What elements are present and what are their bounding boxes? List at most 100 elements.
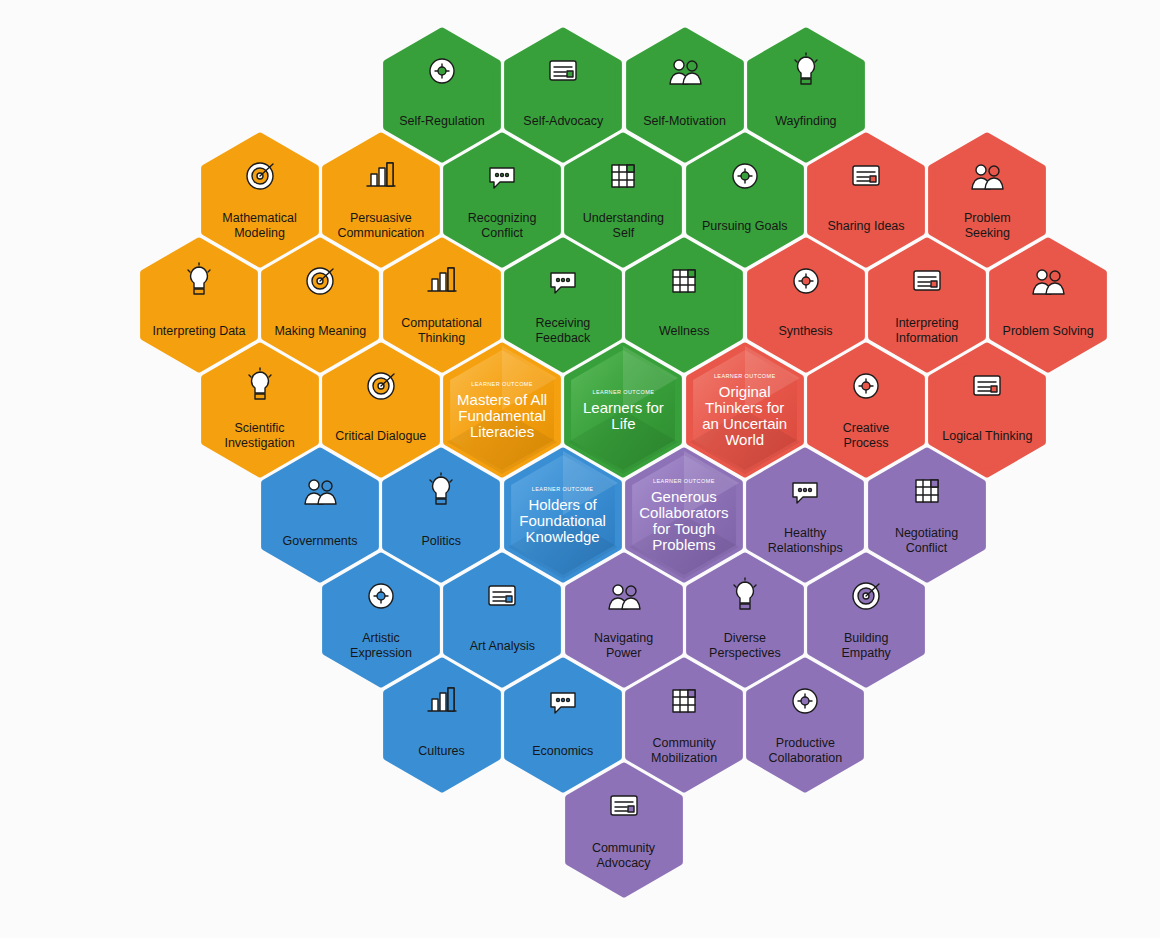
- hexagon-outline: [563, 760, 685, 900]
- skill-icon: [604, 576, 644, 616]
- skill-label: Economics: [516, 744, 610, 759]
- icon-drawing: [734, 578, 756, 609]
- skill-icon: [300, 261, 340, 301]
- icon-drawing: [305, 480, 336, 504]
- skill-label: Problem Solving: [1001, 324, 1095, 339]
- skill-label: Persuasive Communication: [334, 211, 428, 241]
- icon-drawing: [550, 61, 576, 80]
- hexagon-fill: [386, 661, 497, 789]
- skill-icon: [786, 261, 826, 301]
- hexagon-fill: [144, 241, 255, 369]
- skill-label: Recognizing Conflict: [455, 211, 549, 241]
- skill-label: Productive Collaboration: [758, 736, 852, 766]
- icon-drawing: [367, 163, 395, 186]
- icon-drawing: [612, 165, 634, 187]
- outcome-kicker: LEARNER OUTCOME: [513, 486, 613, 493]
- icon-drawing: [489, 586, 515, 605]
- outcome-text: LEARNER OUTCOME Holders of Foundational K…: [513, 486, 613, 545]
- skill-label: Creative Process: [819, 421, 913, 451]
- hexagon-fill: [325, 346, 436, 474]
- skill-label: Problem Seeking: [940, 211, 1034, 241]
- icon-drawing: [551, 273, 575, 293]
- outcome-title: Original Thinkers for an Uncertain World: [695, 384, 795, 448]
- icon-drawing: [428, 688, 456, 711]
- skill-icon: [665, 51, 705, 91]
- hexagon-fill: [507, 451, 618, 579]
- skill-icon: [786, 51, 826, 91]
- hexagon-fill: [811, 556, 922, 684]
- icon-drawing: [972, 165, 1003, 189]
- skill-icon: [664, 681, 704, 721]
- skill-label: Negotiating Conflict: [880, 526, 974, 556]
- hexagon-fill: [932, 136, 1043, 264]
- skill-label: Interpreting Information: [880, 316, 974, 346]
- hexagon-fill: [387, 31, 498, 159]
- icon-drawing: [853, 583, 879, 609]
- skill-icon: [785, 471, 825, 511]
- skill-label: Self-Regulation: [395, 114, 489, 129]
- skill-icon: [846, 366, 886, 406]
- hexagon-fill: [689, 136, 800, 264]
- hexagon-fill: [204, 346, 315, 474]
- skill-label: Mathematical Modeling: [213, 211, 307, 241]
- hexagon-fill: [326, 556, 437, 684]
- skill-label: Healthy Relationships: [758, 526, 852, 556]
- skill-icon: [543, 261, 583, 301]
- skill-label: Art Analysis: [455, 639, 549, 654]
- skill-label: Self-Advocacy: [516, 114, 610, 129]
- icon-drawing: [793, 689, 817, 713]
- hexagon-fill: [325, 136, 436, 264]
- icon-drawing: [916, 480, 938, 502]
- skill-icon: [543, 51, 583, 91]
- hexagon-fill: [568, 766, 679, 894]
- hexagon-fill: [447, 556, 558, 684]
- skill-icon: [421, 471, 461, 511]
- skill-label: Sharing Ideas: [819, 219, 913, 234]
- icon-drawing: [551, 693, 575, 713]
- hexagon-fill: [568, 136, 679, 264]
- hexagon-fill: [750, 241, 861, 369]
- skill-label: Interpreting Data: [152, 324, 246, 339]
- skill-icon: [846, 576, 886, 616]
- hexagon-fill: [386, 451, 497, 579]
- skill-label: Wellness: [637, 324, 731, 339]
- skill-label: Wayfinding: [759, 114, 853, 129]
- skill-icon: [785, 681, 825, 721]
- skill-icon: [603, 156, 643, 196]
- skill-label: Computational Thinking: [395, 316, 489, 346]
- icon-drawing: [974, 376, 1000, 395]
- hexagon-fill: [811, 346, 922, 474]
- icon-drawing: [247, 163, 273, 189]
- hexagon-fill: [204, 136, 315, 264]
- skill-icon: [361, 366, 401, 406]
- skill-icon: [300, 471, 340, 511]
- outcome-title: Holders of Foundational Knowledge: [513, 497, 613, 545]
- skill-label: Synthesis: [759, 324, 853, 339]
- hexagon-fill: [993, 241, 1104, 369]
- hexagon-fill: [447, 346, 558, 474]
- skill-hexagon: Community Advocacy: [563, 760, 685, 900]
- skill-label: Politics: [394, 534, 488, 549]
- outcome-text: LEARNER OUTCOMELearners for Life: [573, 389, 673, 432]
- hexagon-fill: [750, 661, 861, 789]
- skill-icon: [240, 156, 280, 196]
- skill-icon: [725, 576, 765, 616]
- hexagon-fill: [871, 451, 982, 579]
- skill-icon: [907, 261, 947, 301]
- skill-label: Understanding Self: [576, 211, 670, 241]
- skill-icon: [967, 366, 1007, 406]
- hexagon-fill: [265, 451, 376, 579]
- skill-icon: [664, 261, 704, 301]
- outcome-kicker: LEARNER OUTCOME: [695, 373, 795, 380]
- icon-drawing: [794, 269, 818, 293]
- hexagon-fill: [568, 346, 679, 474]
- skill-label: Scientific Investigation: [213, 421, 307, 451]
- skill-icon: [543, 681, 583, 721]
- skill-label: Logical Thinking: [940, 429, 1034, 444]
- skill-label: Self-Motivation: [638, 114, 732, 129]
- icon-drawing: [795, 53, 817, 84]
- outcome-title: Learners for Life: [573, 400, 673, 432]
- skill-label: Cultures: [395, 744, 489, 759]
- skill-icon: [907, 471, 947, 511]
